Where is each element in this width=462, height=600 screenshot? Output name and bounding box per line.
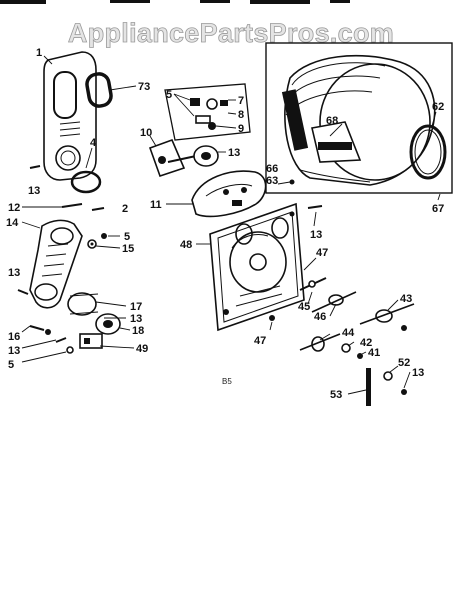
callout-13-right: 13 xyxy=(412,367,424,379)
callout-44: 44 xyxy=(342,327,355,339)
callout-47-lower: 47 xyxy=(254,335,266,347)
callout-14: 14 xyxy=(6,217,19,229)
callout-41: 41 xyxy=(368,347,380,359)
drum-seal-ring[interactable] xyxy=(409,124,447,180)
callout-63: 63 xyxy=(266,175,278,187)
callout-4: 4 xyxy=(90,137,97,149)
idler-pulley-17[interactable] xyxy=(67,292,99,316)
scan-artifacts xyxy=(0,0,350,4)
dryer-drum[interactable] xyxy=(281,54,436,186)
callout-12: 12 xyxy=(8,202,20,214)
leader-lines xyxy=(21,55,441,395)
blower-housing-14[interactable] xyxy=(29,219,83,309)
drum-assembly-box xyxy=(265,42,453,194)
washer-5-lower[interactable] xyxy=(66,346,74,354)
fastener-52[interactable] xyxy=(383,371,407,395)
callout-8: 8 xyxy=(238,109,244,121)
callout-13-motor: 13 xyxy=(130,313,142,325)
callout-68: 68 xyxy=(326,115,338,127)
front-panel-duct[interactable] xyxy=(43,51,97,181)
switch-49[interactable] xyxy=(79,333,103,349)
screw-13-lower[interactable] xyxy=(55,337,67,343)
callout-47-upper: 47 xyxy=(316,247,328,259)
callout-13-left: 13 xyxy=(8,267,20,279)
hardware-box xyxy=(164,83,251,141)
callout-13-bearing: 13 xyxy=(228,147,240,159)
callout-5-mid: 5 xyxy=(124,231,130,243)
callout-43: 43 xyxy=(400,293,412,305)
callout-45: 45 xyxy=(298,301,310,313)
ring-seal-4[interactable] xyxy=(70,170,102,194)
screw-13-left[interactable] xyxy=(17,289,29,295)
callout-48: 48 xyxy=(180,239,192,251)
shaft-53[interactable] xyxy=(366,368,371,406)
callout-67: 67 xyxy=(432,203,444,215)
roller-43[interactable] xyxy=(359,303,415,331)
callout-49: 49 xyxy=(136,343,148,355)
callout-73: 73 xyxy=(138,81,150,93)
drum-screw[interactable] xyxy=(277,179,295,185)
idler-arm-18[interactable] xyxy=(95,313,121,335)
roller-46[interactable] xyxy=(311,291,357,313)
callout-5-box: 5 xyxy=(166,89,172,101)
bearing-hardware[interactable] xyxy=(190,98,228,130)
callout-52: 52 xyxy=(398,357,410,369)
callout-15: 15 xyxy=(122,243,134,255)
drum-baffle[interactable] xyxy=(311,121,362,163)
callout-labels: 1 73 4 13 5 7 8 9 10 13 11 68 62 66 63 6… xyxy=(6,47,444,401)
callout-13-bulkhead: 13 xyxy=(310,229,322,241)
callout-53: 53 xyxy=(330,389,342,401)
bearing-wheel-13[interactable] xyxy=(193,145,219,167)
fastener-5-mid[interactable] xyxy=(101,233,107,239)
callout-62: 62 xyxy=(432,101,444,113)
roller-shaft-45[interactable] xyxy=(299,277,327,291)
screw-13-bulkhead[interactable] xyxy=(307,205,323,209)
callout-18: 18 xyxy=(132,325,144,337)
duct-seal-73[interactable] xyxy=(85,72,113,108)
rear-bearing-housing-11[interactable] xyxy=(191,170,267,218)
callout-17: 17 xyxy=(130,301,142,313)
callout-16: 16 xyxy=(8,331,20,343)
rear-bulkhead-48[interactable] xyxy=(209,202,305,332)
callout-42: 42 xyxy=(360,337,372,349)
screw-16[interactable] xyxy=(29,325,51,335)
callout-10: 10 xyxy=(140,127,152,139)
roller-bracket-10[interactable] xyxy=(148,138,197,178)
watermark-text: AppliancePartsPros.com xyxy=(68,18,394,48)
callout-13-upper: 13 xyxy=(28,185,40,197)
screw-2[interactable] xyxy=(91,207,105,211)
roller-44[interactable] xyxy=(299,333,341,352)
spring-clip-47[interactable] xyxy=(269,315,275,321)
fastener-15[interactable] xyxy=(87,239,97,249)
callout-46: 46 xyxy=(314,311,326,323)
screw-13-upper[interactable] xyxy=(29,165,41,169)
screw-12[interactable] xyxy=(61,203,83,208)
callout-9: 9 xyxy=(238,123,244,135)
callout-5-lower: 5 xyxy=(8,359,14,371)
page-code: B5 xyxy=(222,377,232,386)
callout-7: 7 xyxy=(238,95,244,107)
callout-2: 2 xyxy=(122,203,128,215)
callout-1: 1 xyxy=(36,47,42,59)
ring-41[interactable] xyxy=(357,353,363,359)
callout-11: 11 xyxy=(150,199,162,211)
callout-66: 66 xyxy=(266,163,278,175)
callout-13-lower: 13 xyxy=(8,345,20,357)
